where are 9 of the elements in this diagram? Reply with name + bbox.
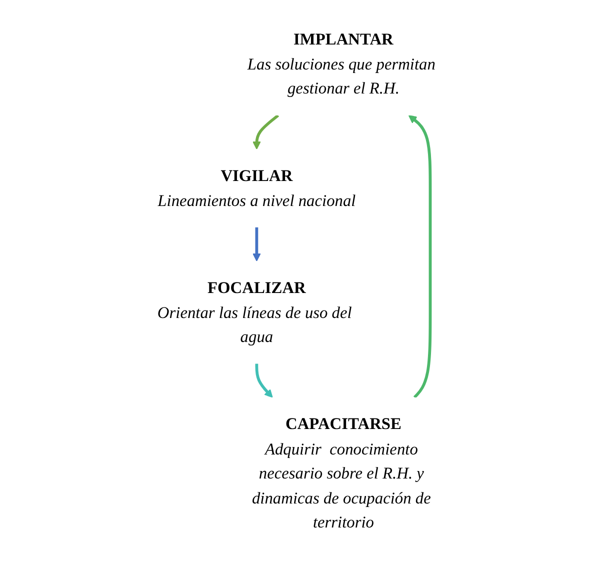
arrow [252,227,261,262]
cycle-diagram: IMPLANTAR Las soluciones que permitan gestionar el R.H. VIGILAR Lineamientos a nivel nacional FOCALIZAR Orientar las líneas de uso del agua CAPACITARSE Adquirir conocimiento necesario sobre el R.H. y dinamicas de ocupación de territorio [114,5,486,557]
node-text: FOCALIZAR Orientar las líneas de uso del agua [157,278,352,346]
node-text: VIGILAR Lineamientos a nivel nacional [158,166,356,210]
arrow [255,364,273,398]
node-text: CAPACITARSE Adquirir conocimiento necesario sobre el R.H. y dinamicas de ocupación de territorio [252,414,431,532]
arrow [252,114,279,150]
arrow [408,115,432,398]
node-text: IMPLANTAR Las soluciones que permitan gestionar el R.H. [247,30,436,98]
